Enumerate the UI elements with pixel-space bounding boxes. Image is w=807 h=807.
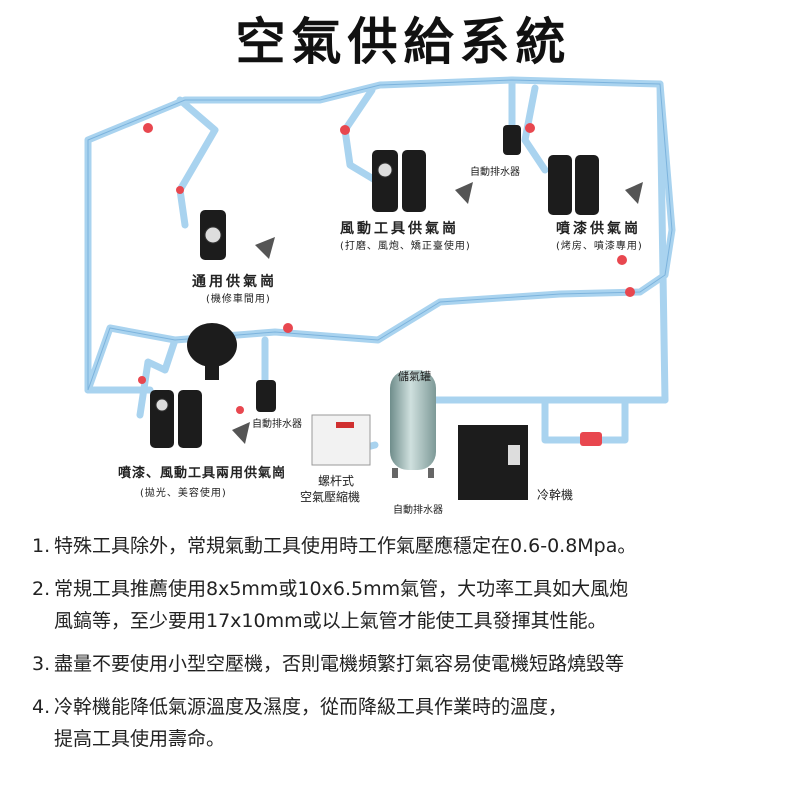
label-auto-drain-tank: 自動排水器 [393, 505, 443, 516]
note-item: 4.冷幹機能降低氣源溫度及濕度，從而降級工具作業時的溫度， 提高工具使用壽命。 [32, 691, 792, 755]
general-station-unit [200, 210, 275, 260]
valve [176, 186, 184, 194]
label-spray-station-sub: (烤房、噴漆專用) [556, 241, 643, 252]
note-text: 常規工具推薦使用8x5mm或10x6.5mm氣管，大功率工具如大風炮 [54, 578, 629, 600]
note-item: 1.特殊工具除外，常規氣動工具使用時工作氣壓應穩定在0.6-0.8Mpa。 [32, 530, 792, 562]
label-compressor-2: 空氣壓縮機 [300, 490, 361, 504]
label-general-station-sub: (機修車間用) [206, 294, 271, 305]
valve [138, 376, 146, 384]
notes-list: 1.特殊工具除外，常規氣動工具使用時工作氣壓應穩定在0.6-0.8Mpa。 2.… [32, 530, 792, 766]
pneumatic-station-unit [372, 150, 473, 212]
valve [143, 123, 153, 133]
note-number: 2. [32, 578, 51, 600]
note-item: 2.常規工具推薦使用8x5mm或10x6.5mm氣管，大功率工具如大風炮 風鎬等… [32, 573, 792, 637]
note-number: 3. [32, 653, 51, 675]
valve [580, 432, 602, 446]
label-auto-drain-top: 自動排水器 [470, 167, 520, 178]
valve [625, 287, 635, 297]
label-compressor-1: 螺杆式 [318, 474, 355, 488]
valve [525, 123, 535, 133]
note-number: 1. [32, 535, 51, 557]
valve [236, 406, 244, 414]
air-tank-unit [390, 370, 436, 478]
dryer-unit [458, 425, 528, 500]
spray-station-unit [548, 155, 643, 215]
label-dryer: 冷幹機 [537, 488, 574, 502]
label-general-station: 通用供氣崗 [192, 274, 277, 290]
valve [617, 255, 627, 265]
note-item: 3.盡量不要使用小型空壓機，否則電機頻繁打氣容易使電機短路燒毀等 [32, 648, 792, 680]
label-dual-station: 噴漆、風動工具兩用供氣崗 [118, 466, 287, 481]
valve-markers [138, 123, 635, 446]
note-text: 冷幹機能降低氣源溫度及濕度，從而降級工具作業時的溫度， [54, 696, 568, 718]
note-text: 特殊工具除外，常規氣動工具使用時工作氣壓應穩定在0.6-0.8Mpa。 [54, 535, 637, 557]
note-number: 4. [32, 696, 51, 718]
air-supply-diagram [84, 76, 676, 500]
note-text: 盡量不要使用小型空壓機，否則電機頻繁打氣容易使電機短路燒毀等 [54, 653, 625, 675]
screw-compressor-unit [311, 414, 371, 466]
label-dual-station-sub: (拋光、美容使用) [140, 488, 227, 499]
label-air-tank: 儲氣罐 [398, 370, 431, 383]
valve [283, 323, 293, 333]
valve [340, 125, 350, 135]
label-pneumatic-station: 風動工具供氣崗 [340, 221, 459, 237]
note-text-continued: 風鎬等，至少要用17x10mm或以上氣管才能使工具發揮其性能。 [54, 610, 607, 632]
pipe-network [84, 76, 676, 454]
auto-drain-left-unit [256, 380, 276, 412]
note-text-continued: 提高工具使用壽命。 [54, 728, 226, 750]
auto-drain-top-unit [503, 125, 521, 155]
label-auto-drain-left: 自動排水器 [252, 419, 302, 430]
air-heater-unit [187, 323, 237, 380]
label-pneumatic-station-sub: (打磨、風炮、矯正臺使用) [340, 241, 471, 252]
label-spray-station: 噴漆供氣崗 [556, 221, 641, 237]
dual-station-unit [150, 390, 250, 448]
page-title: 空氣供給系統 [235, 13, 572, 71]
